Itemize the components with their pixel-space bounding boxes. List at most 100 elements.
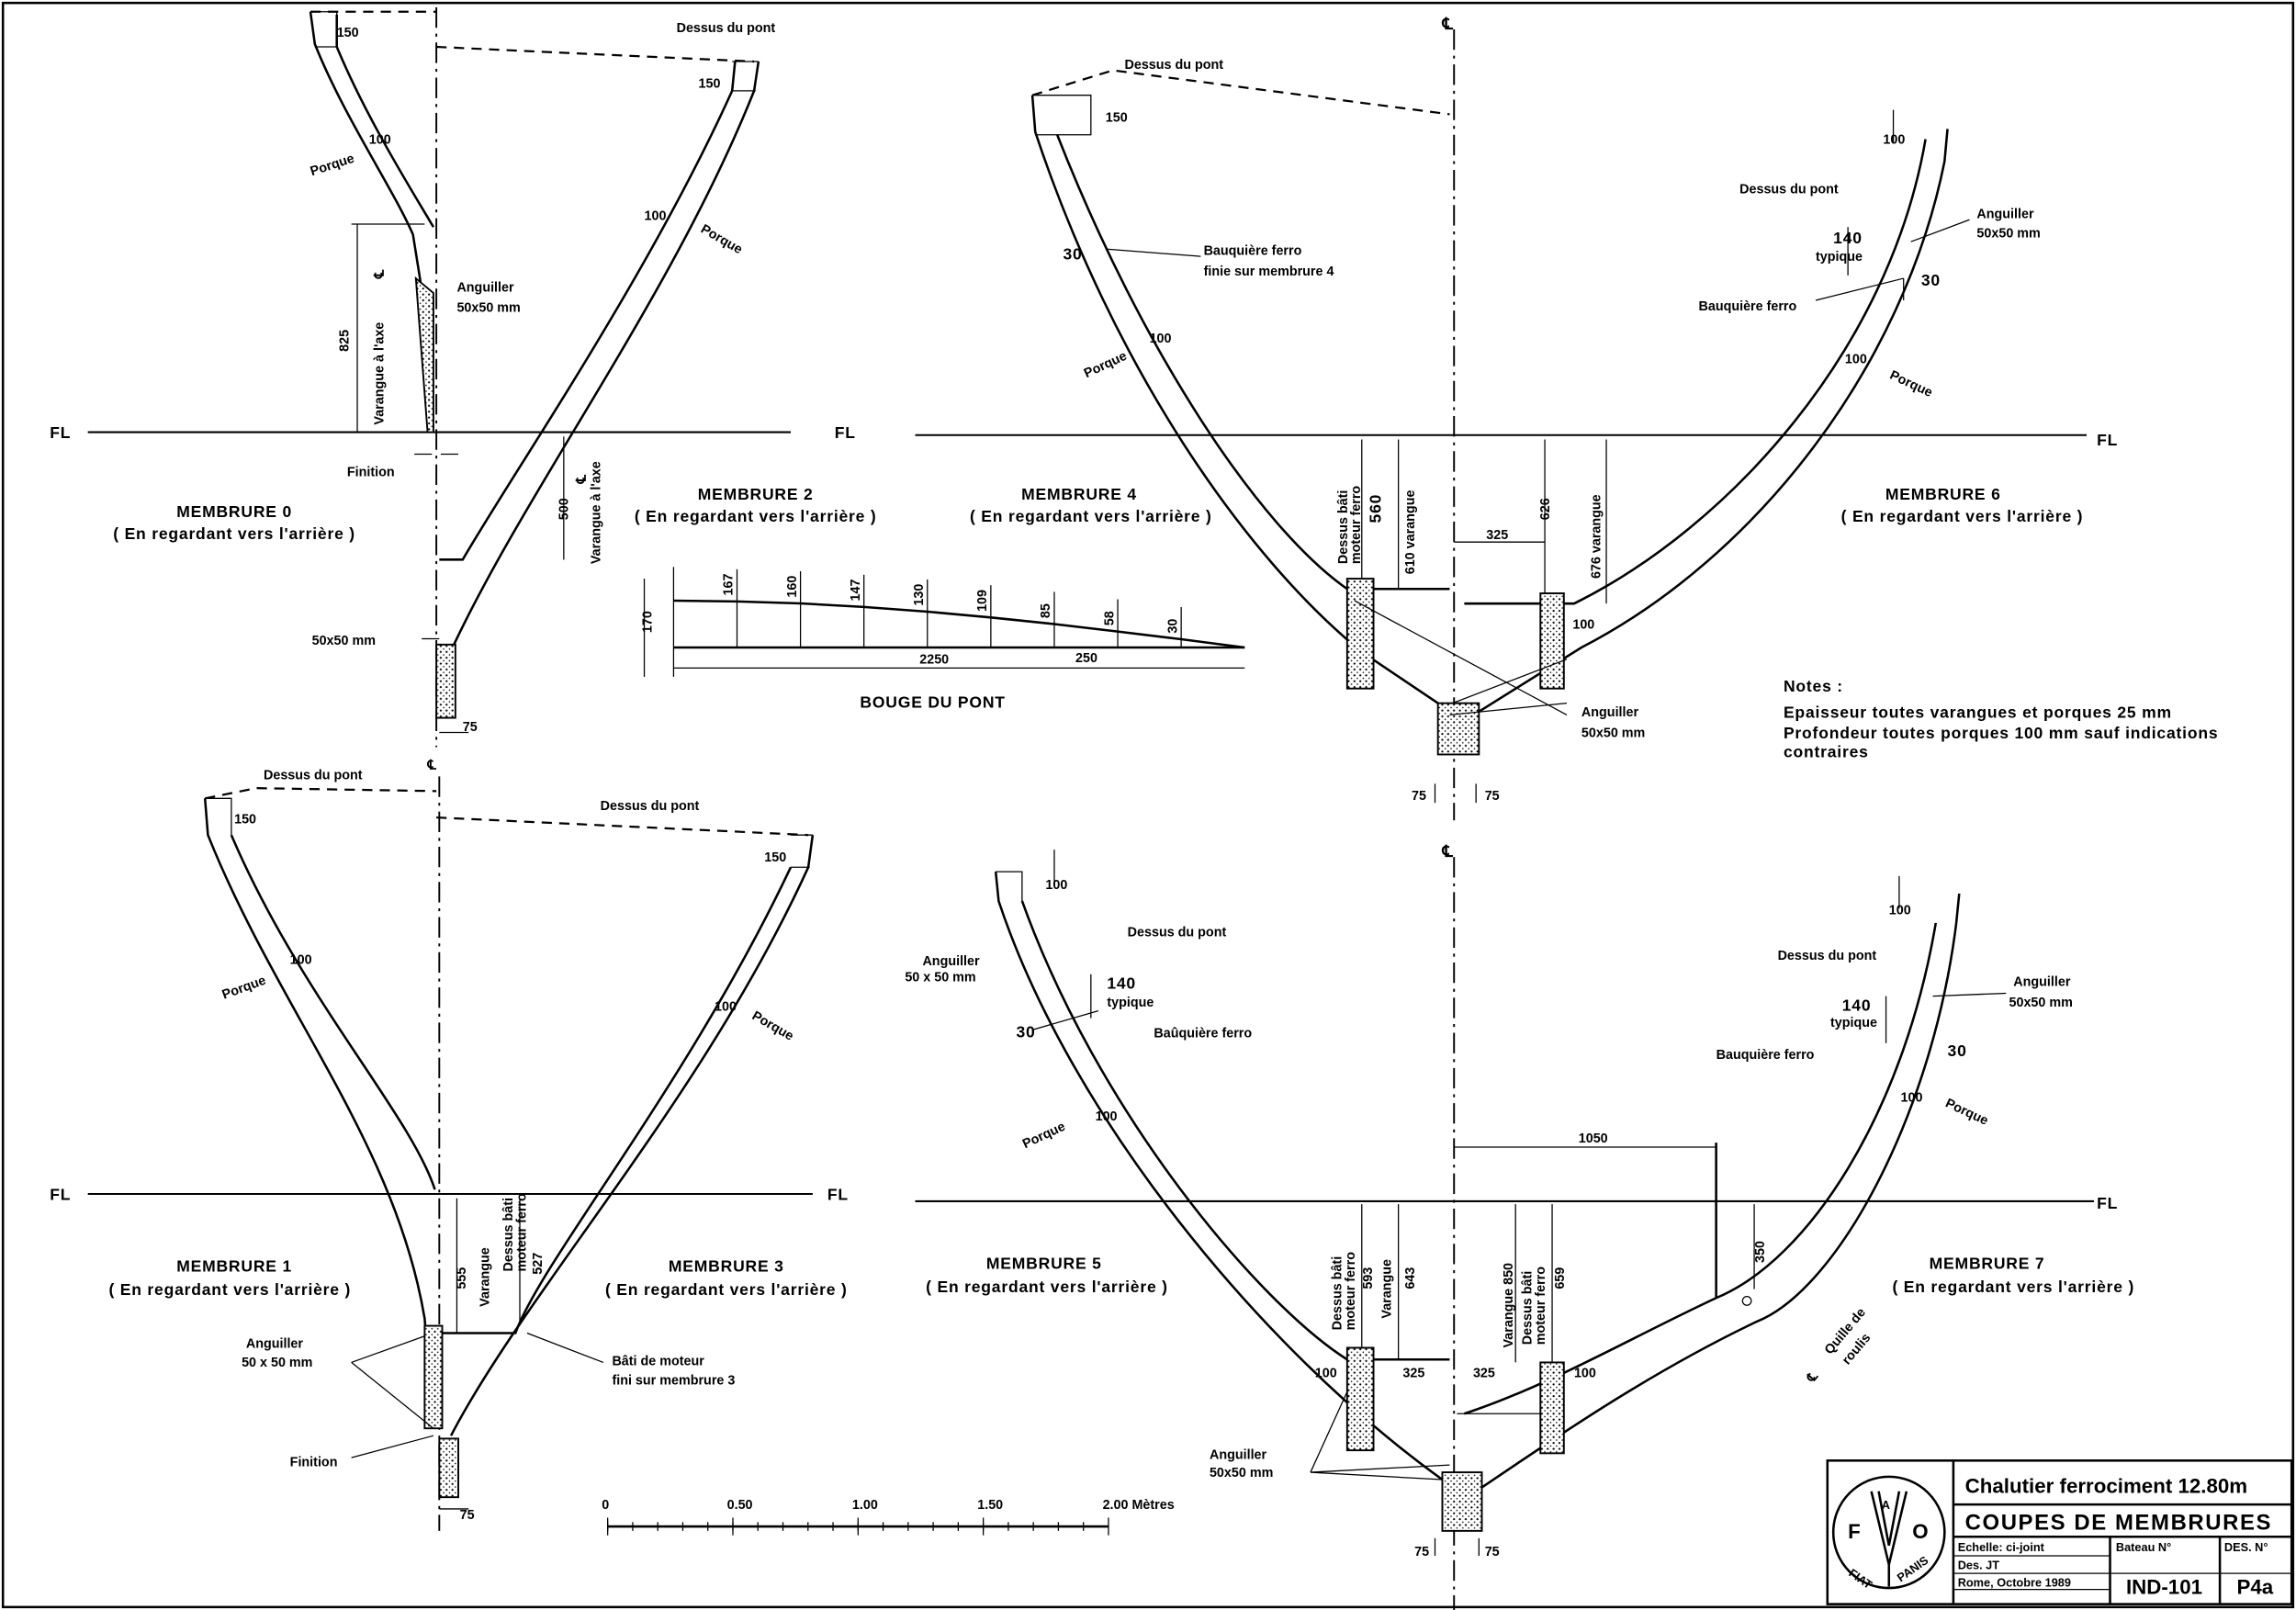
dim-label: 325 <box>1402 1366 1424 1380</box>
dim-label: typique <box>1830 1016 1877 1030</box>
label-shelf: Baûquière ferro <box>1154 1026 1252 1041</box>
svg-text:O: O <box>1912 1520 1928 1543</box>
label-deck-top: Dessus du pont <box>1778 949 1877 963</box>
dim-label: 30 <box>1948 1041 1967 1060</box>
deck-beam-m3 <box>790 834 813 868</box>
hull-outer-m2 <box>445 61 760 718</box>
deck-line-m4 <box>1031 69 1450 116</box>
camber-ordinate-label: 30 <box>1165 619 1180 634</box>
label-engine-bed: Dessus bâti <box>1521 1271 1536 1345</box>
label-engine-bed: Dessus bâti <box>1330 1256 1345 1331</box>
dimension-lines <box>1031 850 2007 1556</box>
section-title-m2: MEMBRURE 2 <box>698 485 814 503</box>
camber-ordinate-label: 109 <box>975 590 990 612</box>
label-deck-top: Dessus du pont <box>601 799 700 814</box>
section-subtitle: ( En regardant vers l'arrière ) <box>605 1280 848 1299</box>
sheet-title: COUPES DE MEMBRURES <box>1965 1510 2272 1535</box>
dim-label: 593 <box>1361 1267 1376 1289</box>
vessel-name: Chalutier ferrociment 12.80m <box>1965 1474 2247 1497</box>
label-limber-size: 50 x 50 mm <box>242 1356 312 1370</box>
section-title-m7: MEMBRURE 7 <box>1930 1254 2045 1272</box>
engine-bed-m5 <box>1345 1346 1375 1452</box>
scale-tick-label: 0 <box>602 1498 609 1513</box>
dim-label: 100 <box>369 132 391 147</box>
label-floor: Varangue à l'axe <box>590 461 604 564</box>
label-web-frame: Porque <box>1082 349 1130 381</box>
scale-tick-label: 2.00 Mètres <box>1103 1498 1175 1513</box>
dim-label: 100 <box>1096 1109 1118 1124</box>
centerline-symbol: ℄ <box>1441 15 1453 33</box>
hull-inner-m3 <box>442 866 793 1334</box>
dim-label: 150 <box>234 812 256 827</box>
fl-label: FL <box>2097 1194 2118 1212</box>
label-limber-size: 50x50 mm <box>1976 226 2040 241</box>
drawing-number-label: DES. N° <box>2224 1540 2268 1554</box>
dim-label: 659 <box>1553 1267 1568 1289</box>
label-floor: Varangue à l'axe <box>373 322 388 425</box>
dim-label: 75 <box>1485 1545 1500 1559</box>
scale-tick-label: 1.00 <box>852 1498 878 1513</box>
section-subtitle: ( En regardant vers l'arrière ) <box>108 1280 351 1299</box>
svg-text:FIAT: FIAT <box>1846 1566 1874 1592</box>
fl-label: FL <box>50 423 71 442</box>
dimension-lines <box>351 223 565 560</box>
label-finish: Finition <box>290 1456 338 1470</box>
dim-label: 100 <box>715 1000 737 1015</box>
label-limber: Anguiller <box>922 954 980 969</box>
hull-inner-m4 <box>1055 134 1450 591</box>
dim-label: 150 <box>699 77 721 92</box>
deck-beam-m1 <box>205 797 232 836</box>
leader-lines <box>1105 248 1201 257</box>
dim-label: 30 <box>1064 244 1083 263</box>
keel-m1-m3 <box>438 1437 460 1499</box>
dim-label: 500 <box>557 498 572 520</box>
hull-outer-m5 <box>994 871 1444 1481</box>
camber-ordinate-label: 160 <box>785 576 800 598</box>
fl-label: FL <box>827 1185 849 1203</box>
label-shelf: Bauquière ferro <box>1716 1048 1815 1063</box>
label-engine-bed: moteur ferro <box>514 1193 529 1272</box>
section-subtitle: ( En regardant vers l'arrière ) <box>970 507 1212 525</box>
title-block-frame <box>1826 1459 2293 1605</box>
section-membrure-4-6: Dessus du pont 150 30 Bauquière ferro fi… <box>915 15 2117 821</box>
label-limber: Anguiller <box>1976 208 2034 222</box>
notes-line: Profondeur toutes porques 100 mm sauf in… <box>1784 724 2218 742</box>
fao-logo: F A O FIAT PANIS <box>1831 1475 1946 1592</box>
dim-label: 100 <box>1883 132 1905 147</box>
section-membrure-0-2: 150 Dessus du pont 150 Porque 100 100 Po… <box>50 6 876 772</box>
dimension-lines <box>1354 109 1970 804</box>
label-shelf: Bauquière ferro <box>1204 244 1302 259</box>
deck-beam-m2 <box>732 61 759 92</box>
label-web-frame: Porque <box>309 152 356 179</box>
svg-text:PANIS: PANIS <box>1895 1553 1931 1584</box>
label-engine-bed: moteur ferro <box>1534 1267 1548 1345</box>
deck-beam-m4 <box>1032 95 1092 136</box>
camber-span-label: 2250 <box>919 653 949 668</box>
label-web-frame: Porque <box>1020 1120 1068 1152</box>
dim-label: 75 <box>1485 789 1500 804</box>
dim-label: 30 <box>1921 271 1941 289</box>
section-subtitle: ( En regardant vers l'arrière ) <box>1841 507 2084 525</box>
bilge-keel-mark <box>1741 1296 1752 1306</box>
label-engine-bed: moteur ferro <box>1349 486 1364 565</box>
label-engine-bed: moteur ferro <box>1344 1252 1358 1331</box>
deck-beam-m0 <box>310 11 338 48</box>
section-membrure-1-3: Dessus du pont 150 Dessus du pont 150 Po… <box>50 769 849 1531</box>
centerline-symbol: ℄ <box>1441 842 1453 861</box>
centerline-symbol: ℄ <box>575 474 590 484</box>
section-title-m3: MEMBRURE 3 <box>669 1257 784 1276</box>
dim-label: 527 <box>531 1253 546 1275</box>
dim-label: 560 <box>1367 494 1385 524</box>
label-deck-top: Dessus du pont <box>1124 58 1223 73</box>
floor-concrete-m0 <box>414 276 434 433</box>
notes-line: Epaisseur toutes varangues et porques 25… <box>1784 704 2172 722</box>
dim-label: 100 <box>1574 1366 1596 1380</box>
leader-lines <box>414 453 469 734</box>
label-limber: Anguiller <box>2013 974 2071 989</box>
dim-label: 643 <box>1403 1267 1418 1289</box>
scale-tick-label: 1.50 <box>977 1498 1003 1513</box>
section-subtitle: ( En regardant vers l'arrière ) <box>1892 1278 2134 1296</box>
dim-label: 150 <box>1106 110 1128 125</box>
dim-label: typique <box>1816 250 1863 265</box>
dim-label: 100 <box>1150 332 1172 346</box>
